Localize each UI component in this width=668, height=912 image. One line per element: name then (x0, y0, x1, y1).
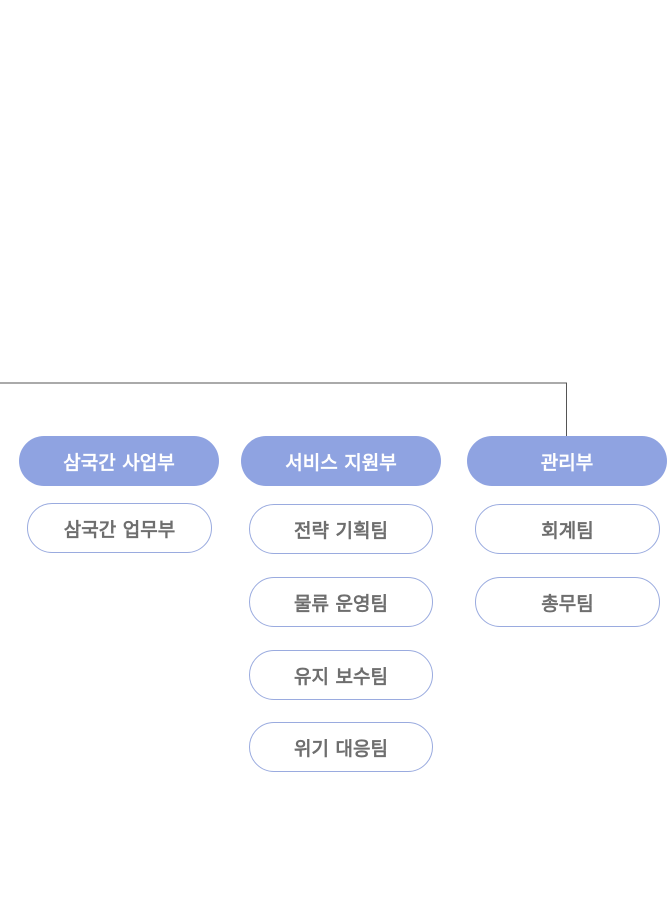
connector-line (0, 382, 567, 436)
team-logistics-operations[interactable]: 물류 운영팀 (249, 577, 433, 627)
department-management[interactable]: 관리부 (467, 436, 667, 486)
team-samgukgan-operations[interactable]: 삼국간 업무부 (27, 503, 212, 553)
department-samgukgan-business[interactable]: 삼국간 사업부 (19, 436, 219, 486)
team-strategy-planning[interactable]: 전략 기획팀 (249, 504, 433, 554)
team-accounting[interactable]: 회계팀 (475, 504, 660, 554)
team-general-affairs[interactable]: 총무팀 (475, 577, 660, 627)
team-crisis-response[interactable]: 위기 대응팀 (249, 722, 433, 772)
department-service-support[interactable]: 서비스 지원부 (241, 436, 441, 486)
team-maintenance[interactable]: 유지 보수팀 (249, 650, 433, 700)
